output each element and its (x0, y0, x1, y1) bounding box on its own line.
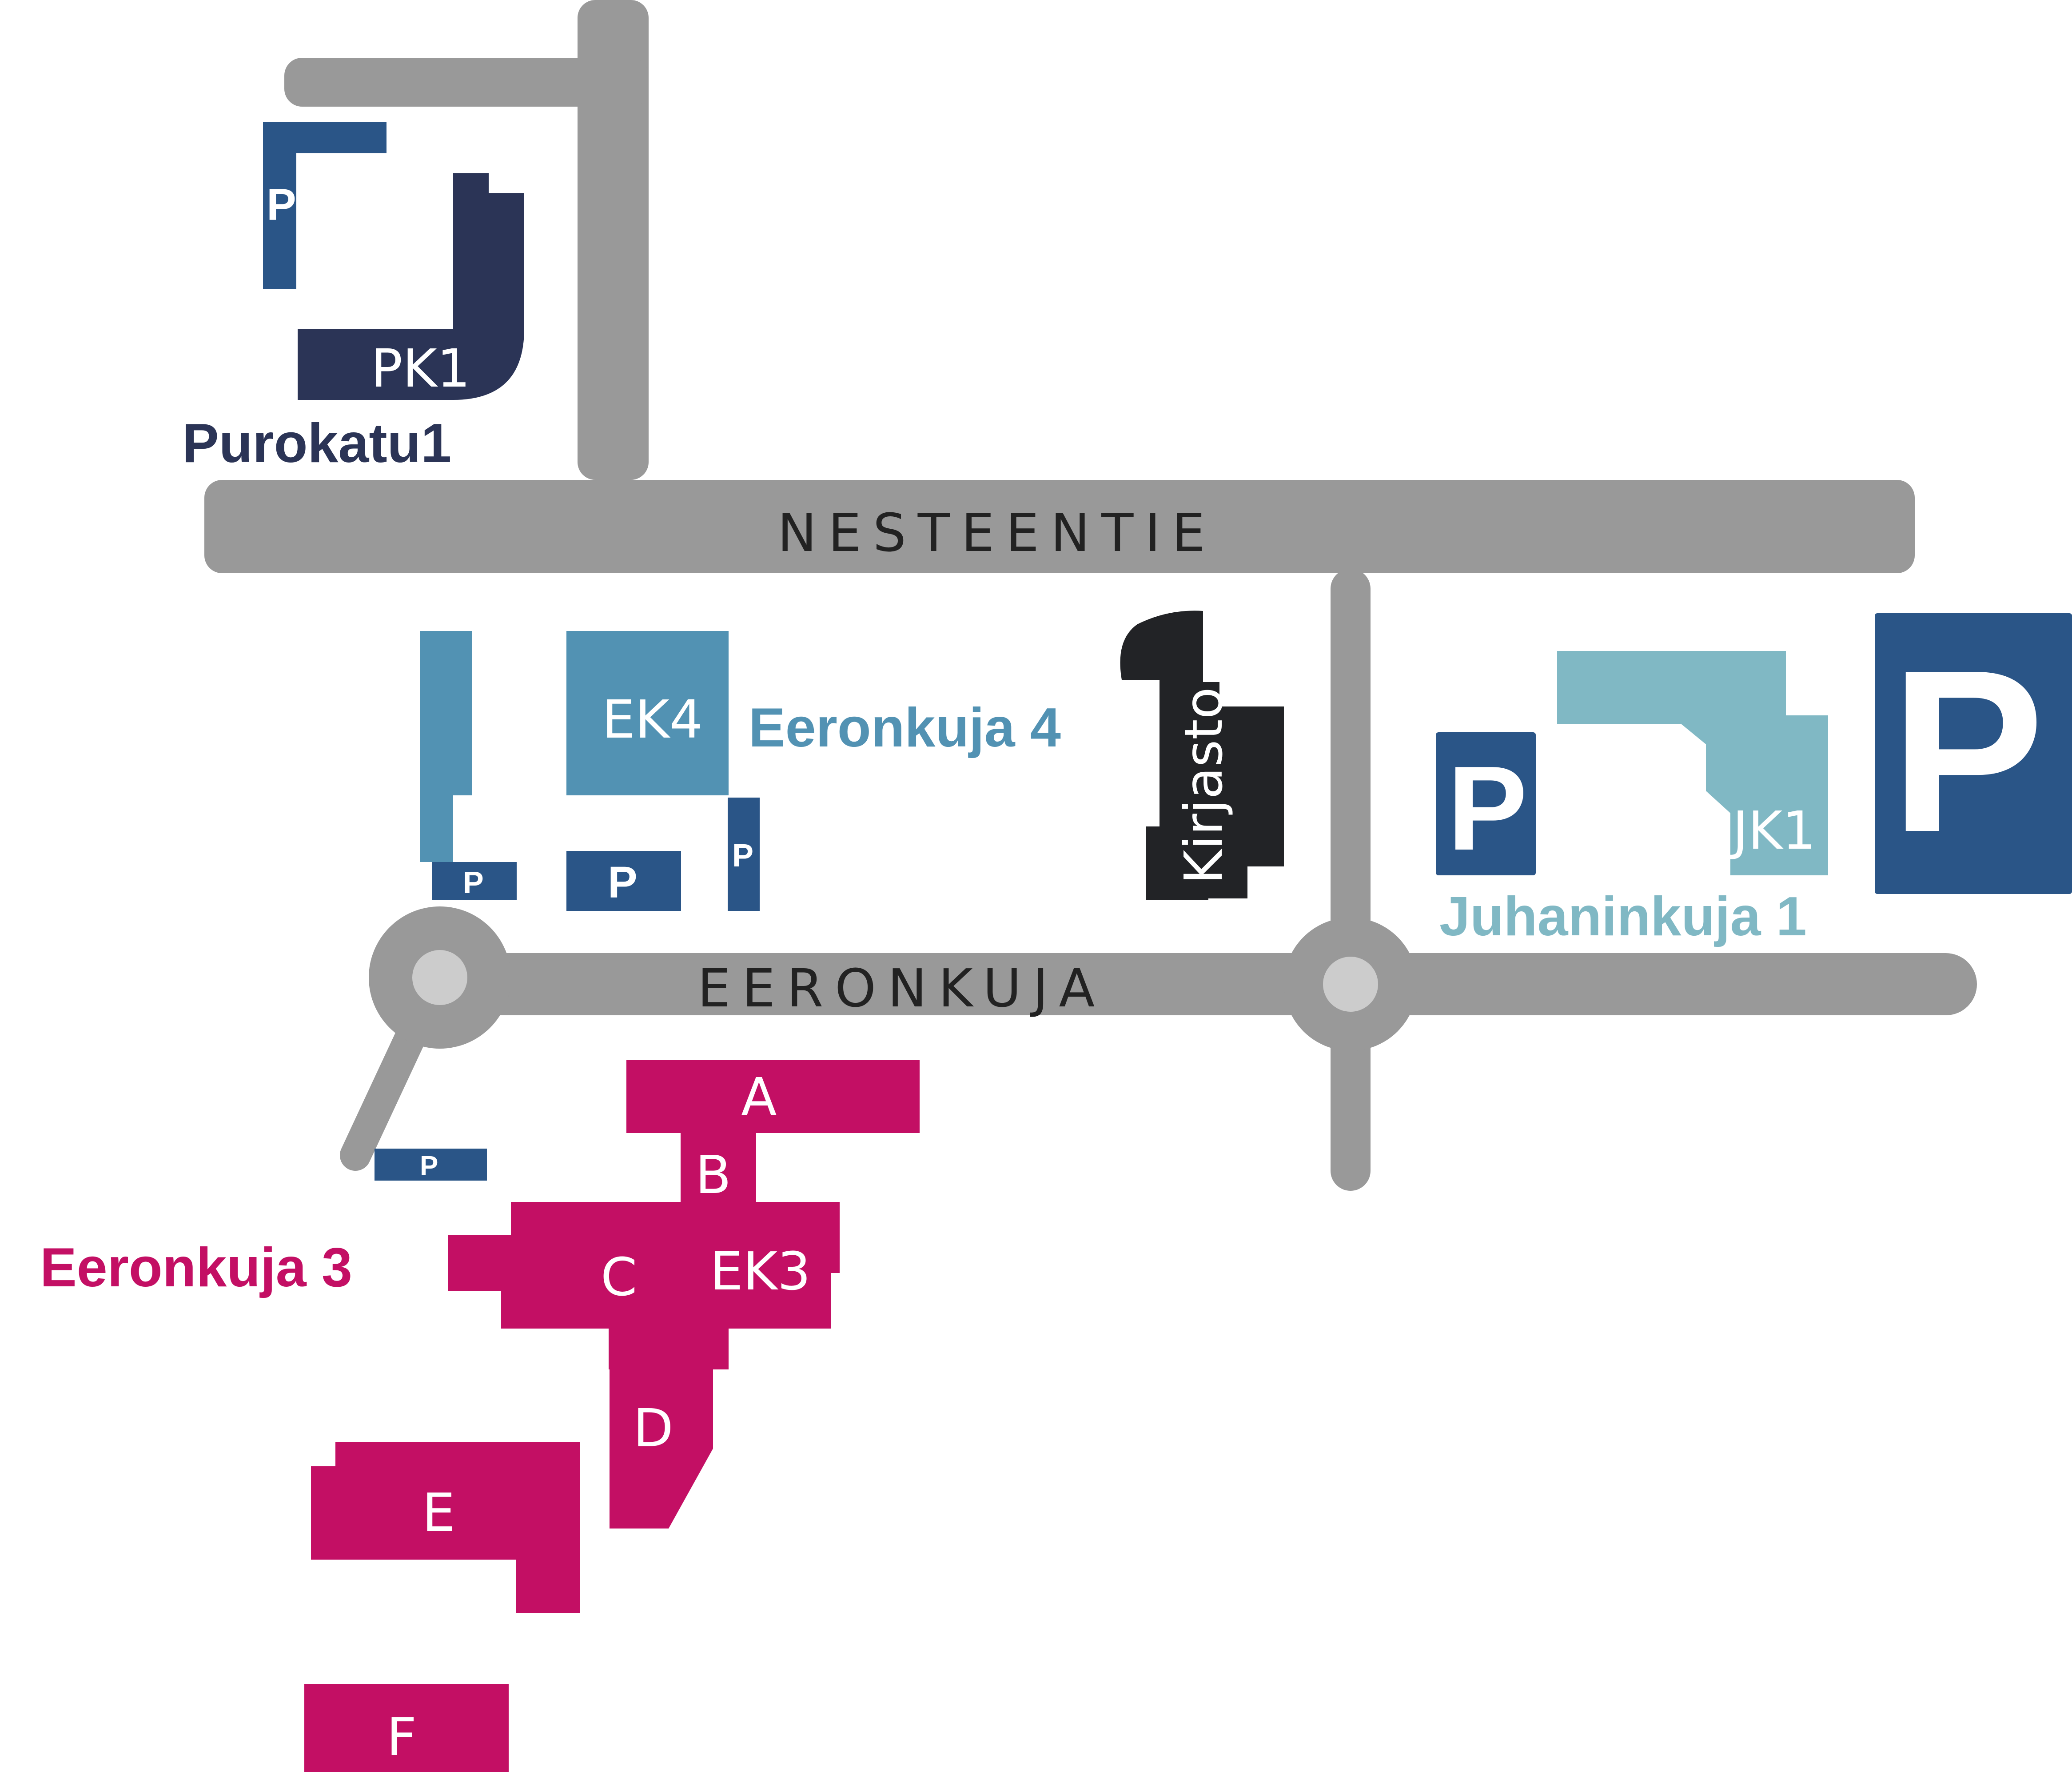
address-eeronkuja4: Eeronkuja 4 (749, 697, 1061, 758)
campus-purokatu[interactable]: P PK1 Purokatu1 (182, 122, 524, 474)
building-label-pk1: PK1 (371, 338, 470, 399)
campus-eeronkuja3[interactable]: P A B C EK3 D E F Eeronkuja 3 (40, 1060, 920, 1772)
wing-f (304, 1684, 509, 1772)
parking-area-jk1-small (1436, 732, 1536, 875)
building-label-kirjasto: Kirjasto (1173, 687, 1234, 884)
parking-icon: P (732, 838, 753, 874)
parking-icon: P (420, 1151, 438, 1181)
wing-label-e: E (422, 1482, 455, 1543)
wing-e (311, 1442, 580, 1613)
wing-a (626, 1060, 920, 1133)
parking-area-jk1-large (1875, 613, 2072, 894)
road-eeronkuja (435, 953, 1977, 1015)
wing-c-ek3 (448, 1202, 840, 1369)
wing-label-d: D (633, 1397, 673, 1459)
wing-label-c: C (601, 1246, 637, 1308)
parking-icon: P (1890, 622, 2044, 880)
wing-label-a: A (741, 1066, 777, 1128)
address-purokatu: Purokatu1 (182, 413, 451, 474)
road-purokatu-access (284, 58, 649, 107)
parking-icon: P (608, 858, 638, 907)
wing-label-b: B (695, 1144, 731, 1205)
building-pk1 (298, 173, 524, 400)
building-jk1 (1557, 651, 1828, 875)
building-kirjasto-shape (1120, 611, 1284, 900)
parking-area-ek3 (375, 1149, 487, 1181)
building-ek4-wing (420, 631, 472, 862)
road-spur (340, 1006, 433, 1171)
parking-area-ek4-1 (432, 862, 517, 900)
roundabout-east-hub (1323, 957, 1378, 1012)
parking-area-ek4-2 (566, 851, 681, 911)
building-label-ek3: EK3 (710, 1241, 811, 1302)
parking-area-purokatu (263, 122, 387, 289)
street-label-eeronkuja: EERONKUJA (697, 958, 1106, 1019)
road-north-vertical (578, 0, 649, 480)
parking-icon: P (267, 180, 296, 230)
address-juhaninkuja: Juhaninkuja 1 (1439, 886, 1807, 947)
roundabout-west-hub (412, 950, 467, 1005)
building-kirjasto[interactable]: Kirjasto (1120, 611, 1284, 900)
building-label-ek4: EK4 (602, 689, 703, 750)
parking-area-ek4-3 (728, 798, 760, 911)
wing-b (681, 1132, 756, 1203)
street-label-nesteentie: NESTEENTIE (777, 502, 1217, 563)
wing-label-f: F (387, 1706, 417, 1768)
address-eeronkuja3: Eeronkuja 3 (40, 1237, 352, 1298)
campus-eeronkuja4[interactable]: EK4 Eeronkuja 4 P P P (420, 631, 1061, 911)
wing-d (610, 1369, 713, 1529)
campus-juhaninkuja[interactable]: JK1 Juhaninkuja 1 P P (1436, 613, 2072, 947)
road-nesteentie (204, 480, 1915, 573)
parking-icon: P (1447, 742, 1527, 875)
road-center-vertical (1331, 569, 1371, 1191)
building-label-jk1: JK1 (1729, 800, 1816, 861)
parking-icon: P (463, 865, 484, 900)
road-network: NESTEENTIE EERONKUJA (204, 0, 1977, 1191)
building-ek4 (566, 631, 729, 795)
